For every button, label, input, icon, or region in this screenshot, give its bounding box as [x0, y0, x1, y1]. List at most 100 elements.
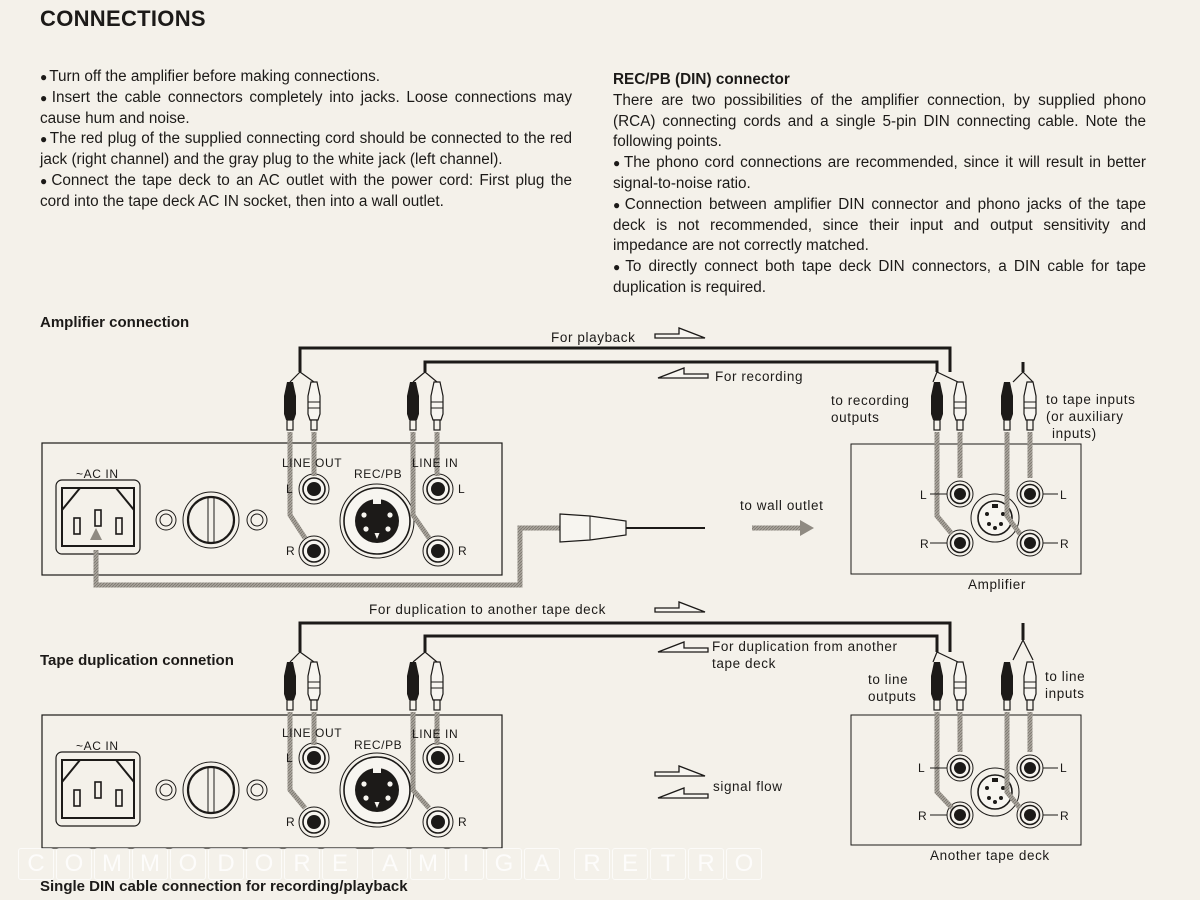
rec-pb-din-jack — [339, 483, 415, 559]
bullet-text: The phono cord connections are recommend… — [613, 153, 1146, 195]
signal-flow-right-icon — [654, 765, 706, 777]
r-label: R — [918, 809, 928, 823]
watermark-letter: M — [94, 848, 130, 880]
watermark-letter: A — [524, 848, 560, 880]
rec-pb-din-jack — [339, 752, 415, 828]
watermark-letter: R — [574, 848, 610, 880]
watermark-letter: O — [170, 848, 206, 880]
to-line-outputs-label: to line outputs — [868, 672, 917, 704]
screw-icon — [154, 490, 269, 550]
line-out-l-jack — [298, 742, 330, 774]
bullet-text: Insert the cable connectors completely i… — [40, 88, 572, 130]
bullet-text: Connection between amplifier DIN connect… — [613, 195, 1146, 257]
power-cord — [93, 525, 560, 588]
l-label: L — [918, 761, 926, 775]
r-label: R — [1060, 809, 1070, 823]
watermark-letter: C — [18, 848, 54, 880]
line-in-r-jack — [422, 535, 454, 567]
playback-arrow-icon — [654, 327, 706, 339]
rec-pb-label: REC/PB — [354, 738, 403, 752]
bullet-text: Turn off the amplifier before making con… — [40, 67, 572, 88]
for-dup-from-label: For duplication from another tape deck — [712, 639, 898, 671]
tape-duplication-label: Tape duplication connetion — [40, 652, 234, 669]
dup-to-arrow-icon — [654, 601, 706, 613]
amplifier-box — [850, 443, 1082, 575]
single-din-label: Single DIN cable connection for recordin… — [40, 878, 408, 895]
line-in-r-jack — [422, 806, 454, 838]
watermark-letter: R — [284, 848, 320, 880]
recording-arrow-icon — [657, 367, 709, 379]
amplifier-label: Amplifier — [968, 577, 1026, 592]
amplifier-connection-diagram — [41, 327, 1082, 588]
watermark-letter — [360, 848, 370, 878]
l-label: L — [1060, 488, 1068, 502]
line-in-l-jack — [422, 742, 454, 774]
line-out-l-jack — [298, 473, 330, 505]
l-label: L — [458, 482, 466, 496]
l-label: L — [286, 482, 294, 496]
to-recording-outputs-label: to recording outputs — [831, 393, 910, 425]
power-plug — [559, 513, 627, 543]
to-line-inputs-label: to line inputs — [1045, 669, 1086, 701]
ac-in-label: ~AC IN — [76, 467, 119, 481]
watermark-letter: E — [322, 848, 358, 880]
ac-inlet-icon — [55, 479, 141, 555]
signal-flow-left-icon — [657, 787, 709, 799]
ac-in-label: ~AC IN — [76, 739, 119, 753]
section-heading: REC/PB (DIN) connector — [613, 71, 790, 88]
ac-inlet-icon — [55, 751, 141, 827]
left-column: Turn off the amplifier before making con… — [40, 67, 572, 213]
line-out-label: LINE OUT — [282, 456, 343, 470]
line-out-r-jack — [298, 535, 330, 567]
to-tape-inputs-label: to tape inputs (or auxiliary inputs) — [1046, 392, 1136, 441]
l-label: L — [286, 751, 294, 765]
r-label: R — [458, 815, 468, 829]
line-in-label: LINE IN — [412, 727, 459, 741]
r-label: R — [458, 544, 468, 558]
line-in-label: LINE IN — [412, 456, 459, 470]
watermark-letter: I — [448, 848, 484, 880]
playback-cable — [298, 346, 952, 372]
r-label: R — [286, 544, 296, 558]
amplifier-connection-label: Amplifier connection — [40, 314, 190, 331]
watermark-letter: R — [688, 848, 724, 880]
watermark-letter — [562, 848, 572, 878]
for-playback-label: For playback — [551, 330, 636, 345]
watermark-letter: O — [726, 848, 762, 880]
to-wall-outlet-label: to wall outlet — [740, 498, 824, 513]
for-dup-to-label: For duplication to another tape deck — [369, 602, 606, 617]
page-title: CONNECTIONS — [40, 6, 206, 31]
r-label: R — [920, 537, 930, 551]
line-in-l-jack — [422, 473, 454, 505]
for-recording-label: For recording — [715, 369, 804, 384]
bullet-text: Connect the tape deck to an AC outlet wi… — [40, 171, 572, 213]
screw-icon — [154, 760, 269, 820]
another-tape-deck-box — [850, 714, 1082, 846]
watermark-letter: O — [56, 848, 92, 880]
watermark-letter: D — [208, 848, 244, 880]
another-tape-deck-label: Another tape deck — [930, 848, 1050, 863]
right-column: REC/PB (DIN) connector There are two pos… — [613, 70, 1146, 299]
intro-text: There are two possibilities of the ampli… — [613, 91, 1146, 151]
r-label: R — [286, 815, 296, 829]
watermark-letter: T — [650, 848, 686, 880]
recording-cable — [423, 360, 939, 372]
watermark-letter: M — [132, 848, 168, 880]
watermark-letter: E — [612, 848, 648, 880]
watermark-letter: M — [410, 848, 446, 880]
l-label: L — [458, 751, 466, 765]
dup-from-arrow-icon — [657, 641, 709, 653]
l-label: L — [1060, 761, 1068, 775]
bullet-text: The red plug of the supplied connecting … — [40, 129, 572, 171]
signal-flow-label: signal flow — [713, 779, 783, 794]
watermark-letter: G — [486, 848, 522, 880]
watermark-letter: A — [372, 848, 408, 880]
line-out-r-jack — [298, 806, 330, 838]
watermark-letter: O — [246, 848, 282, 880]
rec-pb-label: REC/PB — [354, 467, 403, 481]
r-label: R — [1060, 537, 1070, 551]
line-out-label: LINE OUT — [282, 726, 343, 740]
l-label: L — [920, 488, 928, 502]
